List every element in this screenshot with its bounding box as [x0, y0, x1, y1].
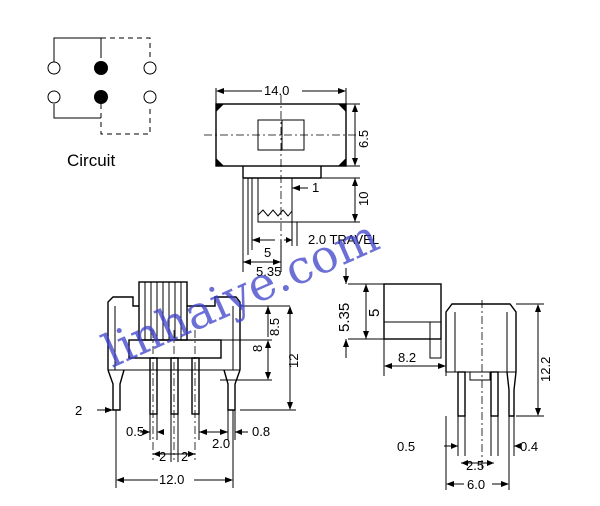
dim-side-total-height: 12.2 — [538, 357, 553, 382]
dim-front-total-height: 8.5 — [267, 318, 282, 336]
side-view: 5.35 5 8.2 12.2 0.5 0.4 2.5 — [336, 268, 553, 492]
pin — [170, 357, 179, 415]
front-view: 8 8.5 12 2 0.5 2.0 0.8 2 2 — [75, 281, 301, 488]
dim-side-total-width: 6.0 — [467, 477, 485, 492]
dim-lever-width: 1 — [312, 180, 319, 195]
circuit-line-lower-solid — [53, 104, 101, 119]
dim-lever-offset: 5 — [264, 245, 271, 260]
dim-front-pitch-a: 2 — [159, 449, 166, 464]
pin — [490, 371, 499, 417]
pin — [149, 357, 158, 415]
dim-front-pin-width: 0.5 — [126, 424, 144, 439]
dim-front-pin-span: 2.0 — [212, 436, 230, 451]
dim-front-pitch-b: 2 — [181, 449, 188, 464]
top-view: 14.0 6.5 1 10 — [204, 83, 379, 279]
circuit-line-lower-dashed — [100, 104, 151, 135]
terminal-open — [143, 61, 157, 75]
dim-side-lever-height: 5.35 — [336, 303, 353, 332]
dim-side-pin-pitch: 2.5 — [466, 458, 484, 473]
dim-front-tab-thickness: 0.8 — [252, 424, 270, 439]
circuit-line-upper-solid — [53, 37, 102, 62]
lever-side — [383, 283, 442, 340]
circuit-label: Circuit — [67, 151, 115, 170]
dim-top-height: 6.5 — [356, 130, 371, 148]
terminal-open — [47, 90, 61, 104]
dim-side-tab-width: 0.4 — [520, 439, 538, 454]
circuit-line-upper-dashed — [101, 37, 151, 58]
dim-side-lever-depth: 8.2 — [398, 350, 416, 365]
terminal-common — [94, 90, 108, 104]
dim-lever-offset-total: 5.35 — [256, 264, 281, 279]
dim-front-pin-height: 12 — [286, 354, 301, 368]
dim-top-width: 14.0 — [264, 83, 289, 98]
circuit-symbol: Circuit — [47, 37, 157, 170]
terminal-open — [143, 90, 157, 104]
terminal-open — [47, 61, 61, 75]
dim-front-total-width: 12.0 — [159, 472, 184, 487]
dim-travel: 2.0 TRAVEL — [308, 232, 379, 247]
dim-side-pin-width: 0.5 — [397, 439, 415, 454]
pin — [191, 357, 200, 415]
dim-front-body-height: 8 — [250, 345, 265, 352]
dim-lever-length: 10 — [356, 192, 371, 206]
pin — [457, 371, 466, 417]
terminal-common — [94, 61, 108, 75]
dim-front-tab-width: 2 — [75, 403, 82, 418]
lever — [257, 177, 293, 223]
dim-side-lever-inner: 5 — [366, 309, 383, 317]
